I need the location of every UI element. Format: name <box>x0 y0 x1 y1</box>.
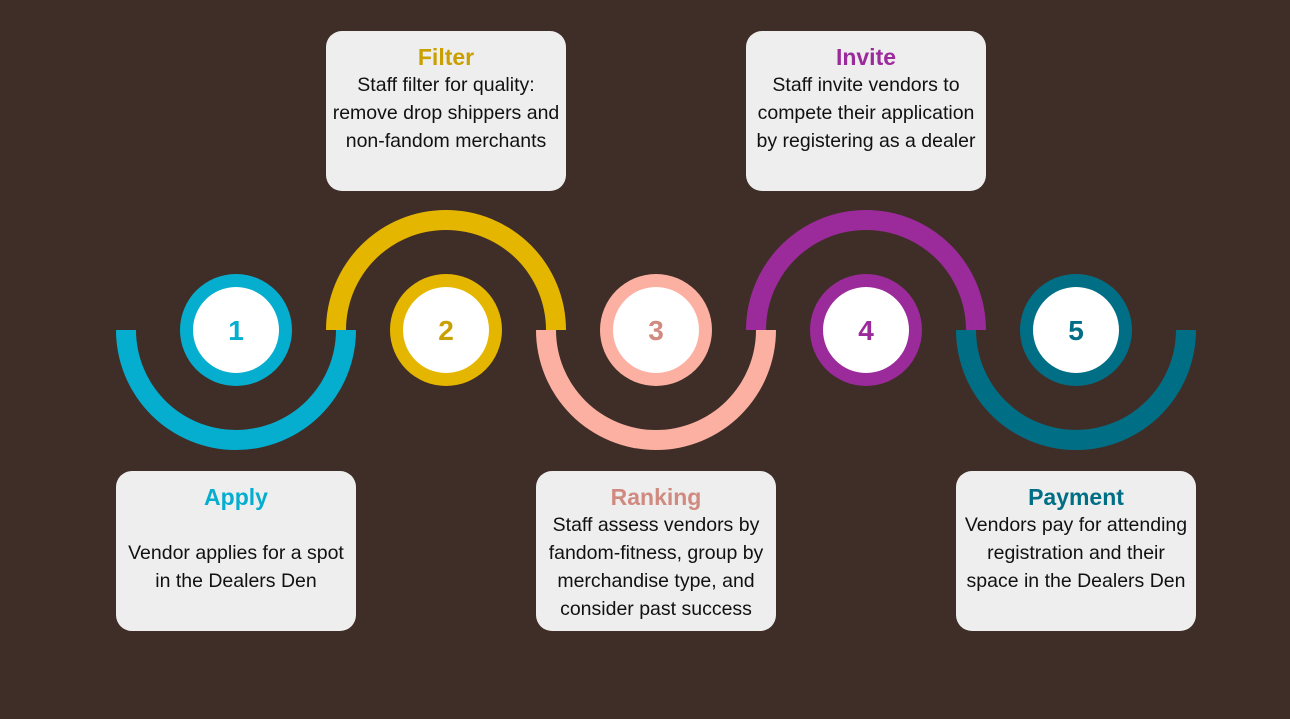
wave-arc-3 <box>536 330 776 450</box>
wave-arc-1 <box>116 330 356 450</box>
step-marker-1: 1 <box>180 274 292 386</box>
step-marker-5: 5 <box>1020 274 1132 386</box>
wave-arc-4 <box>746 210 986 330</box>
step-description-apply: Vendor applies for a spot in the Dealers… <box>128 542 344 592</box>
step-inner-circle-3 <box>613 287 699 373</box>
step-inner-circle-5 <box>1033 287 1119 373</box>
step-title-payment: Payment <box>1028 484 1124 510</box>
step-description-invite: Staff invite vendors to compete their ap… <box>756 74 976 152</box>
step-title-invite: Invite <box>835 44 897 70</box>
step-description-ranking: Staff assess vendors by fandom-fitness, … <box>548 514 764 620</box>
step-card-filter: Filter Staff filter for quality: remove … <box>326 31 566 191</box>
step-inner-circle-4 <box>823 287 909 373</box>
step-description-filter: Staff filter for quality: remove drop sh… <box>332 74 560 152</box>
step-marker-3: 3 <box>600 274 712 386</box>
step-inner-circle-2 <box>403 287 489 373</box>
step-title-filter: Filter <box>417 44 475 70</box>
step-number-5: 5 <box>1068 315 1084 346</box>
step-title-ranking: Ranking <box>610 484 702 510</box>
step-marker-4: 4 <box>810 274 922 386</box>
step-description-payment: Vendors pay for attending registration a… <box>964 514 1188 592</box>
wave-arcs <box>116 210 1196 450</box>
step-card-payment: Payment Vendors pay for attending regist… <box>956 471 1196 631</box>
step-circles: 1 2 3 4 5 <box>180 274 1132 386</box>
step-number-1: 1 <box>228 315 244 346</box>
step-inner-circle-1 <box>193 287 279 373</box>
step-marker-2: 2 <box>390 274 502 386</box>
step-card-ranking: Ranking Staff assess vendors by fandom-f… <box>536 471 776 631</box>
step-card-invite: Invite Staff invite vendors to compete t… <box>746 31 986 191</box>
wave-arc-5 <box>956 330 1196 450</box>
step-number-3: 3 <box>648 315 664 346</box>
step-card-apply: Apply Vendor applies for a spot in the D… <box>116 471 356 631</box>
step-number-2: 2 <box>438 315 454 346</box>
step-number-4: 4 <box>858 315 874 346</box>
step-title-apply: Apply <box>204 484 268 510</box>
wave-arc-2 <box>326 210 566 330</box>
